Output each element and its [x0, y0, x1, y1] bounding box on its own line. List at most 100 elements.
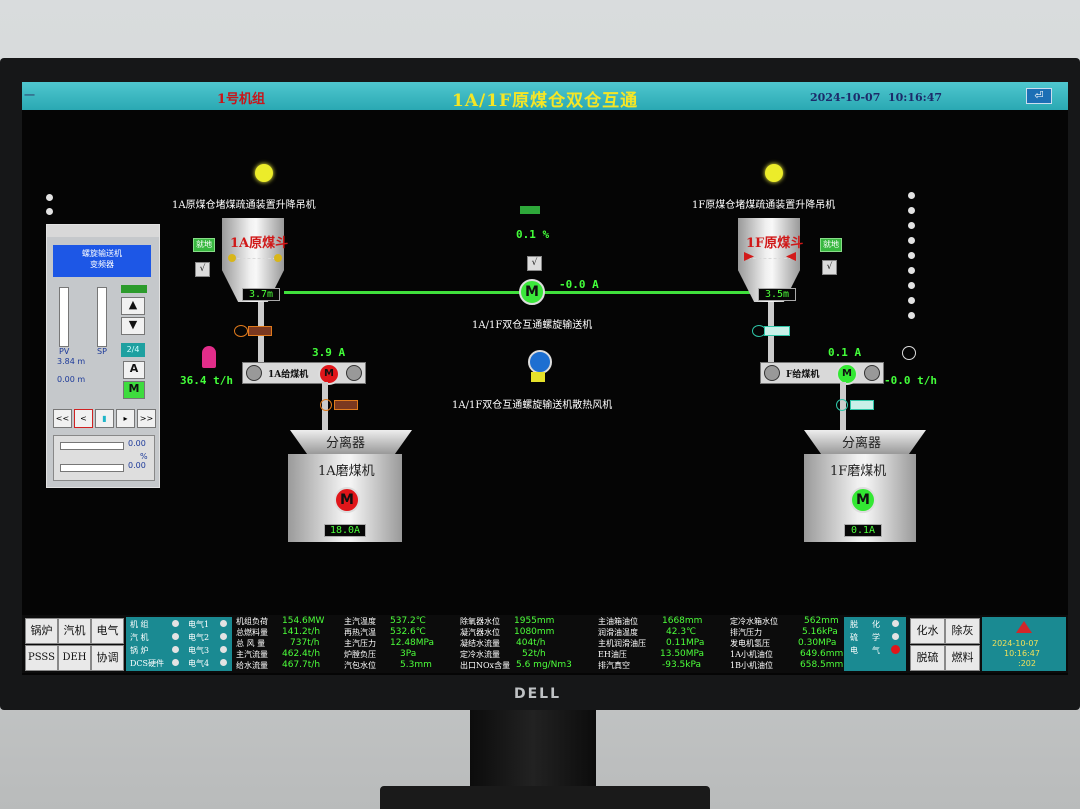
param-label: 再热汽温 — [344, 628, 376, 637]
right-feeder-roller-icon — [764, 365, 780, 381]
indicator-dot — [908, 207, 915, 214]
param-label: 主汽压力 — [344, 639, 376, 648]
param-label: 总 风 量 — [236, 639, 266, 648]
param-value: 13.50MPa — [660, 649, 705, 659]
param-label: 润滑油温度 — [598, 628, 638, 637]
sys-button-turbine[interactable]: 汽机 — [58, 618, 91, 644]
right-outlet-gate-valve[interactable] — [850, 400, 874, 410]
right-local-button[interactable]: 就地 — [820, 238, 842, 252]
cooling-fan-icon[interactable] — [528, 350, 552, 374]
left-outlet-gate-icon[interactable] — [320, 399, 332, 411]
monitor-brand: DELL — [514, 686, 562, 702]
status-label: 机 组 — [130, 620, 149, 629]
fan-label: 1A/1F双仓互通螺旋输送机散热风机 — [452, 400, 613, 411]
monitor-stand-base — [380, 786, 710, 809]
right-mill-name: 1F磨煤机 — [830, 464, 887, 479]
param-value: -93.5kPa — [662, 660, 702, 670]
sys-button-boiler[interactable]: 锅炉 — [25, 618, 58, 644]
conveyor-motor-icon[interactable]: M — [519, 279, 545, 305]
auto-button[interactable]: A — [123, 361, 145, 379]
indicator-dot — [908, 252, 915, 259]
nav-next-button[interactable]: ▸ — [116, 409, 135, 428]
left-feeder-roller-icon — [346, 365, 362, 381]
increase-button[interactable]: ▲ — [121, 297, 145, 315]
status-block — [126, 617, 232, 671]
left-feeder-motor-icon[interactable]: M — [318, 363, 340, 385]
param-label: 凝汽器水位 — [460, 628, 500, 637]
indicator-dot — [46, 194, 53, 201]
right-feeder-motor-icon[interactable]: M — [836, 363, 858, 385]
right-scale-icon — [902, 346, 916, 360]
indicator-dot — [908, 297, 915, 304]
right-hopper-valve-icon — [748, 258, 792, 267]
left-feeder-roller-icon — [246, 365, 262, 381]
status-label: 锅 炉 — [130, 646, 149, 655]
left-gate-icon[interactable] — [234, 325, 248, 337]
right-separator — [804, 430, 926, 454]
param-value: 0.11MPa — [666, 638, 705, 648]
left-hopper-motor-icon — [274, 254, 282, 262]
status-dot — [172, 646, 179, 653]
left-separator — [290, 430, 412, 454]
left-mill-motor-icon[interactable]: M — [334, 487, 360, 513]
param-value: 462.4t/h — [282, 649, 321, 659]
sys-button-desulfur[interactable]: 脱硫 — [910, 645, 945, 671]
right-gate-valve[interactable] — [764, 326, 790, 336]
right-hopper-level: 3.5m — [758, 288, 796, 301]
param-label: 给水流量 — [236, 661, 268, 670]
right-mill-motor-icon[interactable]: M — [850, 487, 876, 513]
param-label: 发电机氢压 — [730, 639, 770, 648]
nav-row: << < ▮ ▸ >> — [53, 409, 156, 429]
return-arrow-icon[interactable]: ⏎ — [1026, 88, 1052, 104]
right-outlet-gate-icon[interactable] — [836, 399, 848, 411]
chem-status-dot — [892, 620, 899, 627]
left-outlet-gate-valve[interactable] — [334, 400, 358, 410]
mode-value: 2/4 — [121, 343, 145, 357]
status-label: DCS硬件 — [130, 659, 165, 668]
left-gate-valve[interactable] — [248, 326, 272, 336]
param-label: 定冷水箱水位 — [730, 617, 778, 626]
output-value: 0.00 — [128, 439, 146, 448]
param-label: EH油压 — [598, 650, 627, 659]
inverter-control-panel: 螺旋输送机 变频器 PV SP 3.84 m 0.00 m ▲ ▼ 2/4 A … — [46, 224, 160, 488]
left-check-box[interactable]: √ — [195, 262, 210, 277]
sys-button-water[interactable]: 化水 — [910, 618, 945, 644]
param-label: 除氧器水位 — [460, 617, 500, 626]
manual-button[interactable]: M — [123, 381, 145, 399]
nav-last-button[interactable]: >> — [137, 409, 156, 428]
param-value: 3Pa — [400, 649, 417, 659]
pv-label: PV — [59, 347, 70, 356]
sys-button-electric[interactable]: 电气 — [91, 618, 124, 644]
sp-label: SP — [97, 347, 107, 356]
panel-header — [47, 225, 159, 237]
sys-button-coordination[interactable]: 协调 — [91, 645, 124, 671]
conveyor-check-box[interactable]: √ — [527, 256, 542, 271]
param-value: 52t/h — [522, 649, 546, 659]
sys-button-fuel[interactable]: 燃料 — [945, 645, 980, 671]
param-label: 主油箱油位 — [598, 617, 638, 626]
param-value: 0.30MPa — [798, 638, 837, 648]
sys-button-psss[interactable]: PSSS — [25, 645, 58, 671]
status-label: 电气2 — [188, 633, 210, 642]
param-label: 排汽真空 — [598, 661, 630, 670]
left-feeder-name: 1A给煤机 — [268, 370, 309, 380]
title-date: 2024-10-07 — [810, 91, 881, 104]
param-value: 737t/h — [290, 638, 320, 648]
sys-button-deh[interactable]: DEH — [58, 645, 91, 671]
feedback-bar — [60, 464, 124, 472]
chem-status-dot — [892, 633, 899, 640]
status-dot — [172, 659, 179, 666]
decrease-button[interactable]: ▼ — [121, 317, 145, 335]
nav-first-button[interactable]: << — [53, 409, 72, 428]
param-label: 炉膛负压 — [344, 650, 376, 659]
company-logo-icon — [1016, 621, 1032, 633]
nav-center-button[interactable]: ▮ — [95, 409, 114, 428]
menu-button[interactable]: 一 — [24, 89, 35, 102]
nav-prev-button[interactable]: < — [74, 409, 93, 428]
sys-button-ash[interactable]: 除灰 — [945, 618, 980, 644]
right-check-box[interactable]: √ — [822, 260, 837, 275]
left-local-button[interactable]: 就地 — [193, 238, 215, 252]
indicator-dot — [908, 192, 915, 199]
right-feeder-current: 0.1 A — [828, 346, 862, 359]
param-value: 5.3mm — [400, 660, 432, 670]
